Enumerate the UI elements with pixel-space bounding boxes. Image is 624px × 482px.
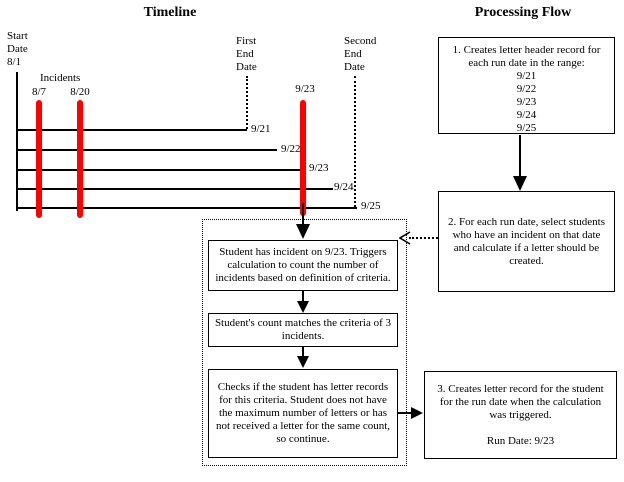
second-end-dotted-line [354,76,356,207]
detail-arrow-ab-head [297,301,309,313]
second-end-date-label: Second End Date [344,35,376,74]
detail-box-letter-check-text: Checks if the student has letter records… [215,381,391,445]
timeline-axis [16,72,18,211]
detail-arrow-bc-shaft [302,347,304,358]
run-line-label-5: 9/25 [361,200,381,212]
trigger-arrow-shaft [302,203,304,225]
step1-step2-arrow-head [513,176,527,191]
run-line-1 [17,129,247,131]
start-date-label: Start Date 8/1 [7,30,28,69]
detail-step3-arrow-head [411,407,423,419]
step1-step2-arrow-shaft [519,135,521,177]
first-end-line3: Date [236,61,257,73]
detail-arrow-bc-head [297,356,309,368]
first-end-date-label: First End Date [236,35,257,74]
start-date-line2: Date [7,43,28,55]
timeline-title: Timeline [143,5,197,20]
step3-run-date: Run Date: 9/23 [486,434,555,447]
start-date-line3: 8/1 [7,56,22,68]
run-line-3 [17,169,305,171]
incident-date-label-2: 8/20 [70,86,90,98]
run-line-label-3: 9/23 [309,162,329,174]
trigger-date-label: 9/23 [295,83,315,95]
incident-date-label-1: 8/7 [31,86,47,98]
trigger-arrow-head [296,224,310,239]
run-line-label-2: 9/22 [281,143,301,155]
step3-text: 3. Creates letter record for the student… [437,382,604,421]
first-end-line1: First [236,35,257,47]
start-date-line1: Start [7,30,28,42]
detail-box-count-text: Student's count matches the criteria of … [214,317,392,342]
run-line-label-1: 9/21 [251,123,271,135]
step1-date-2: 9/22 [516,83,537,95]
run-line-label-4: 9/24 [334,181,354,193]
step1-text: 1. Creates letter header record for each… [452,44,601,69]
run-line-4 [17,188,333,190]
incidents-label: Incidents [40,72,81,84]
second-end-line3: Date [344,61,365,73]
step1-date-1: 9/21 [516,70,537,82]
step2-detail-arrow-shaft [409,237,438,239]
detail-step3-arrow-shaft [397,412,413,414]
detail-container [202,219,407,466]
step1-date-4: 9/24 [516,109,537,121]
step1-date-3: 9/23 [516,96,537,108]
step2-text: 2. For each run date, select students wh… [447,215,605,267]
processing-flow-title: Processing Flow [474,5,572,20]
first-end-dotted-line [246,76,248,129]
step3-box: 3. Creates letter record for the student… [424,371,617,459]
second-end-line1: Second [344,35,377,47]
incident-bar-8-20 [77,100,83,218]
step1-date-5: 9/25 [516,122,537,134]
incident-bar-8-7 [36,100,42,218]
detail-box-incident-text: Student has incident on 9/23. Triggers c… [215,246,391,284]
first-end-line2: End [236,48,254,60]
detail-box-count: Student's count matches the criteria of … [208,313,398,347]
run-line-5 [17,207,357,209]
second-end-line2: End [344,48,362,60]
run-line-2 [17,149,277,151]
detail-arrow-ab-shaft [302,291,304,303]
detail-box-incident: Student has incident on 9/23. Triggers c… [208,240,398,291]
step1-box: 1. Creates letter header record for each… [438,37,615,134]
trigger-bar-9-23 [300,100,306,216]
detail-box-letter-check: Checks if the student has letter records… [208,369,398,458]
step2-box: 2. For each run date, select students wh… [438,191,615,292]
